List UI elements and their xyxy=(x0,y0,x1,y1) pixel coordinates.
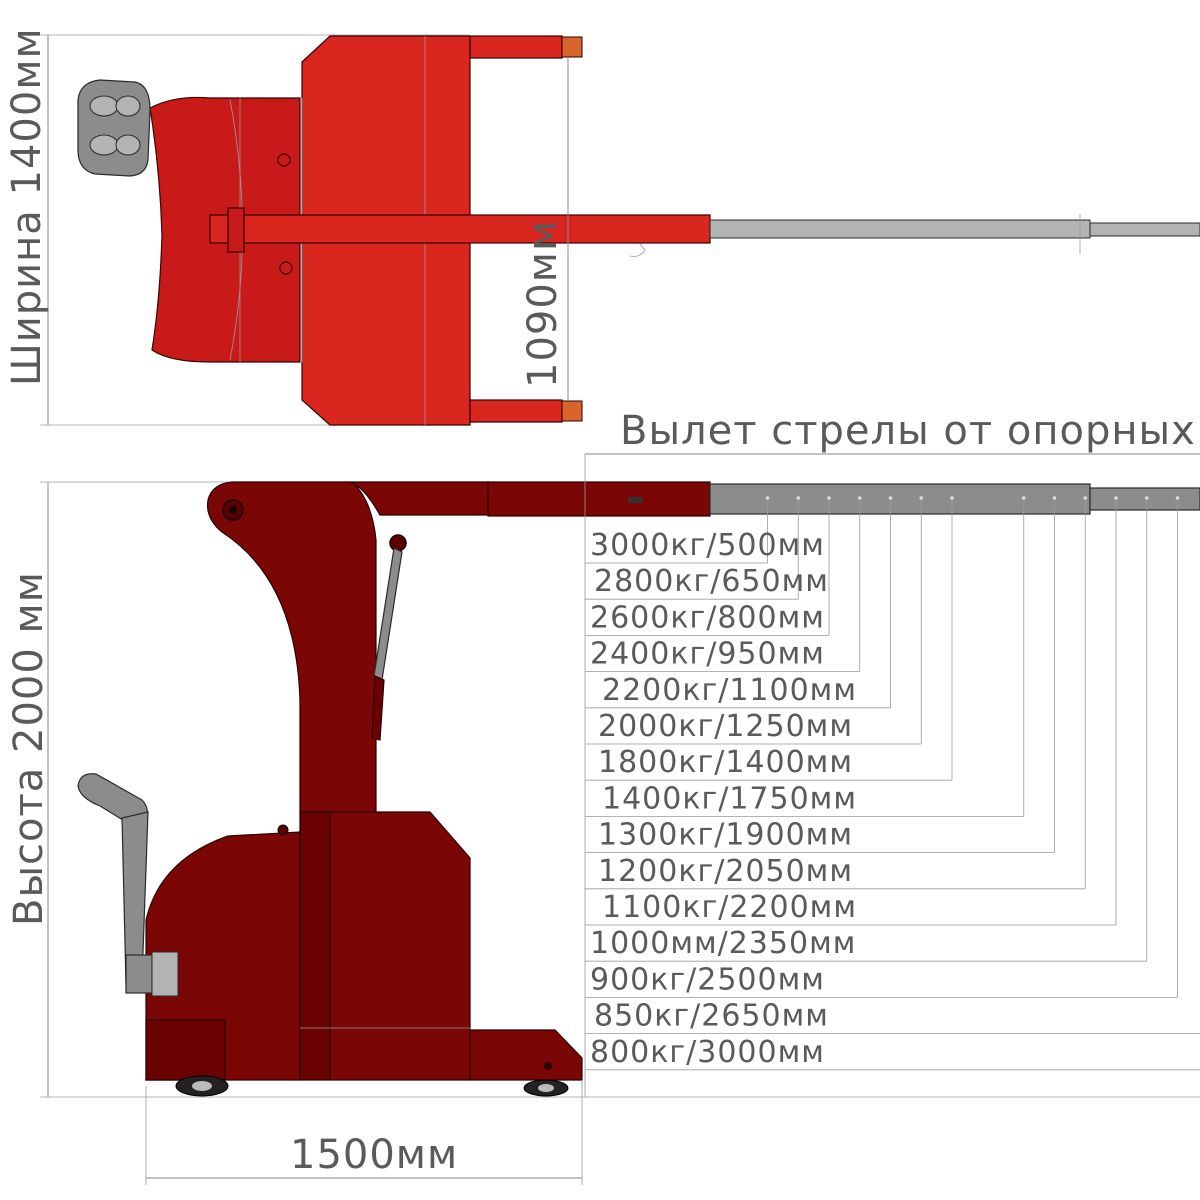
load-label: 2200кг/1100мм xyxy=(602,673,857,708)
top-boom-red xyxy=(209,214,711,244)
load-label: 900кг/2500мм xyxy=(590,962,825,997)
side-view: Высота 2000 мм 1500мм xyxy=(6,454,1200,1185)
load-label: 2000кг/1250мм xyxy=(598,709,853,744)
top-boom-ext2 xyxy=(1089,222,1200,237)
boom-hole xyxy=(1114,496,1118,500)
boom-reach-label: Вылет стрелы от опорных к xyxy=(620,408,1200,454)
height-label: Высота 2000 мм xyxy=(6,571,52,926)
top-boom-pivot xyxy=(227,207,245,253)
side-mast xyxy=(206,481,491,813)
side-body-pillar xyxy=(299,811,331,1081)
boom-hole xyxy=(796,496,801,500)
side-boom-ext2 xyxy=(1089,487,1200,511)
boom-hole xyxy=(857,496,862,500)
load-label: 2400кг/950мм xyxy=(590,637,825,672)
top-leg-lower xyxy=(469,399,563,423)
boom-hole xyxy=(765,496,770,500)
load-label: 800кг/3000мм xyxy=(590,1035,825,1070)
load-label: 1300кг/1900мм xyxy=(598,818,853,853)
boom-hole xyxy=(888,496,893,500)
width-label: Ширина 1400мм xyxy=(4,27,50,386)
load-label: 850кг/2650мм xyxy=(594,999,829,1034)
top-leg-upper-pad xyxy=(561,36,583,58)
load-label: 1400кг/1750мм xyxy=(602,781,857,816)
load-label: 1200кг/2050мм xyxy=(598,854,853,889)
top-leg-lower-pad xyxy=(561,400,583,422)
top-boom-ext1 xyxy=(709,219,1091,239)
side-cylinder xyxy=(373,547,403,681)
side-front-leg xyxy=(469,1029,583,1081)
load-label: 2600кг/800мм xyxy=(590,600,825,635)
boom-hole xyxy=(950,496,954,500)
boom-hole xyxy=(1052,496,1057,500)
top-leg-upper xyxy=(469,35,563,59)
front-wheel xyxy=(523,1079,569,1097)
load-table: 3000кг/500мм2800кг/650мм2600кг/800мм2400… xyxy=(585,496,1200,1071)
length-label: 1500мм xyxy=(290,1132,458,1178)
inner-width-label: 1090мм xyxy=(520,220,566,388)
side-boom-ext1 xyxy=(709,483,1091,515)
load-label: 2800кг/650мм xyxy=(594,564,829,599)
side-boom-red xyxy=(487,481,711,517)
side-body-rear xyxy=(145,831,301,1081)
boom-hole xyxy=(1021,496,1026,500)
side-body-front xyxy=(329,811,471,1081)
top-view: Ширина 1400мм 1090мм xyxy=(4,27,1200,426)
load-label: 1000мм/2350мм xyxy=(590,926,856,961)
rear-wheel xyxy=(175,1075,229,1097)
load-label: 3000кг/500мм xyxy=(590,528,825,563)
load-label: 1100кг/2200мм xyxy=(602,890,857,925)
boom-hole xyxy=(919,496,924,500)
boom-hole xyxy=(827,496,831,500)
boom-hole xyxy=(1144,496,1149,500)
side-handle xyxy=(77,773,179,997)
boom-hole xyxy=(1175,496,1180,500)
load-label: 1800кг/1400мм xyxy=(598,745,853,780)
boom-hole xyxy=(1083,496,1088,500)
top-handle xyxy=(77,79,151,177)
